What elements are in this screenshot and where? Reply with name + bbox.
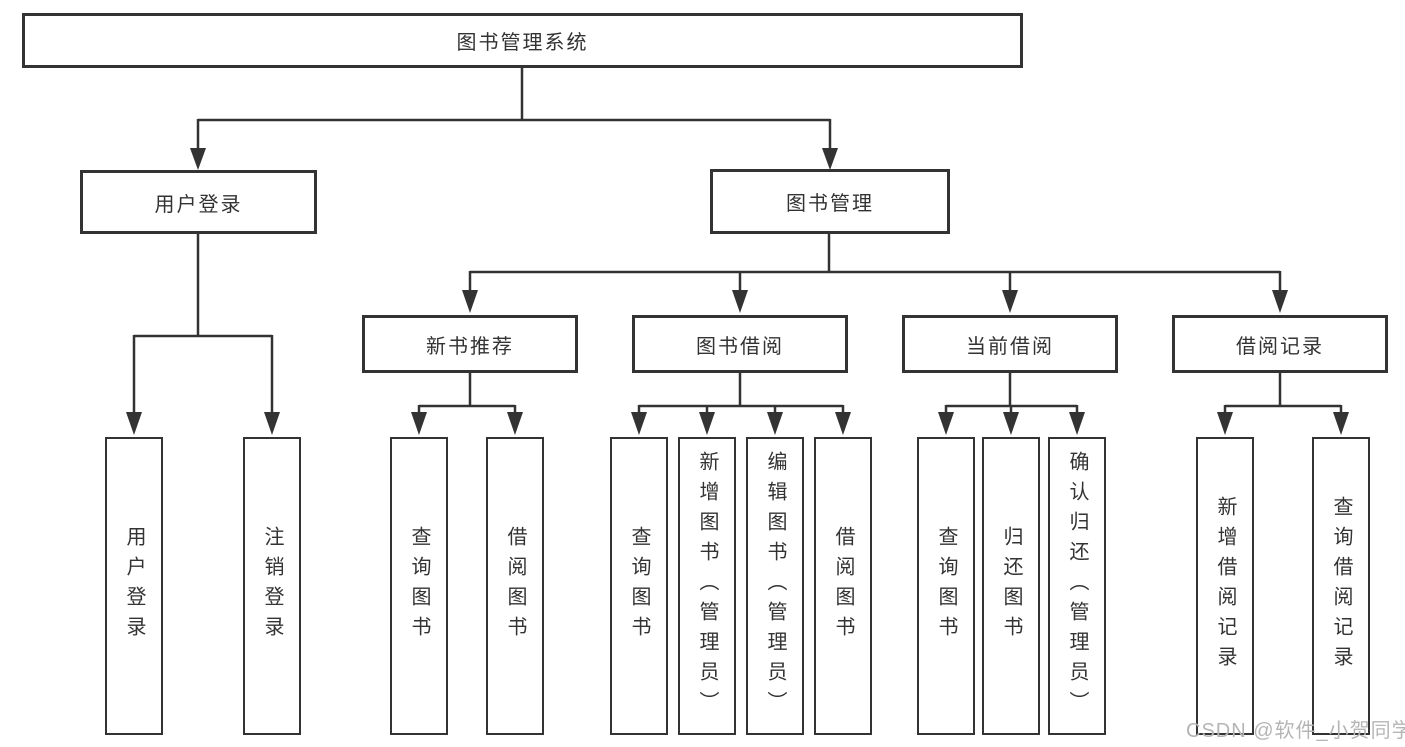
node-borrow-records: 借阅记录 (1172, 315, 1388, 373)
leaf-borrow-books-borrow: 借阅图书 (814, 437, 872, 735)
leaf-edit-book-admin: 编辑图书（管理员） (746, 437, 804, 735)
arrowheads-level2 (190, 148, 838, 170)
leaf-add-book-admin: 新增图书（管理员） (678, 437, 736, 735)
arrowheads-level3 (462, 290, 1288, 313)
leaf-query-borrow-record-label: 查询借阅记录 (1330, 496, 1352, 676)
leaf-query-books-current-label: 查询图书 (935, 526, 957, 646)
leaf-borrow-books-borrow-label: 借阅图书 (832, 526, 854, 646)
connector-root-to-level2 (196, 68, 832, 150)
leaf-edit-book-admin-label: 编辑图书（管理员） (764, 451, 786, 721)
leaf-add-book-admin-label: 新增图书（管理员） (696, 451, 718, 721)
leaf-borrow-books-recommend: 借阅图书 (486, 437, 544, 735)
connector-leaf-groups (417, 373, 1343, 414)
csdn-watermark: CSDN @软件_小贺同学 (1186, 720, 1405, 742)
leaf-query-books-recommend-label: 查询图书 (408, 526, 430, 646)
leaf-return-book: 归还图书 (982, 437, 1040, 735)
leaf-query-books-current: 查询图书 (917, 437, 975, 735)
leaf-add-borrow-record: 新增借阅记录 (1196, 437, 1254, 735)
leaf-query-books-recommend: 查询图书 (390, 437, 448, 735)
connector-user-login-group (132, 233, 274, 414)
connector-book-management-group (468, 233, 1282, 292)
node-book-management: 图书管理 (710, 169, 950, 234)
node-root: 图书管理系统 (22, 13, 1023, 68)
leaf-logout-label: 注销登录 (261, 526, 283, 646)
node-book-borrow: 图书借阅 (632, 315, 848, 373)
leaf-return-book-label: 归还图书 (1000, 526, 1022, 646)
node-user-login: 用户登录 (80, 170, 317, 234)
leaf-query-books-borrow-label: 查询图书 (628, 526, 650, 646)
leaf-query-books-borrow: 查询图书 (610, 437, 668, 735)
arrowheads-leaves (411, 412, 1349, 435)
leaf-borrow-books-recommend-label: 借阅图书 (504, 526, 526, 646)
leaf-user-login-label: 用户登录 (123, 526, 145, 646)
leaf-logout: 注销登录 (243, 437, 301, 735)
node-new-book-recommend: 新书推荐 (362, 315, 578, 373)
leaf-confirm-return-admin-label: 确认归还（管理员） (1066, 451, 1088, 721)
leaf-confirm-return-admin: 确认归还（管理员） (1048, 437, 1106, 735)
node-current-borrow: 当前借阅 (902, 315, 1118, 373)
leaf-add-borrow-record-label: 新增借阅记录 (1214, 496, 1236, 676)
leaf-query-borrow-record: 查询借阅记录 (1312, 437, 1370, 735)
arrowheads-user-login-group (126, 412, 280, 435)
leaf-user-login: 用户登录 (105, 437, 163, 735)
